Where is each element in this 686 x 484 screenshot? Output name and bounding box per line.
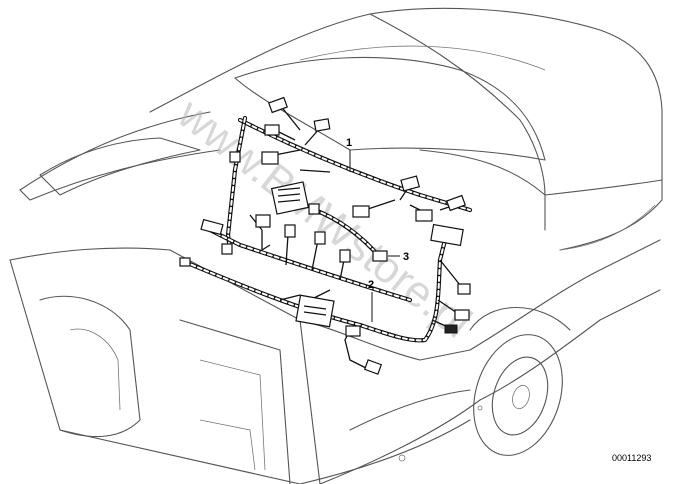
car-body-outline [9,7,663,484]
callout-label-3: 3 [403,251,409,263]
harness-1-connectors [229,96,466,228]
harness-2-connectors [179,218,471,375]
callout-1: 1 [346,137,352,172]
callout-3: 3 [388,251,409,263]
document-number: 00011293 [612,453,651,463]
callout-2: 2 [368,279,374,322]
callout-label-2: 2 [368,279,374,291]
callout-label-1: 1 [346,137,352,149]
cable-part-3 [308,203,388,262]
